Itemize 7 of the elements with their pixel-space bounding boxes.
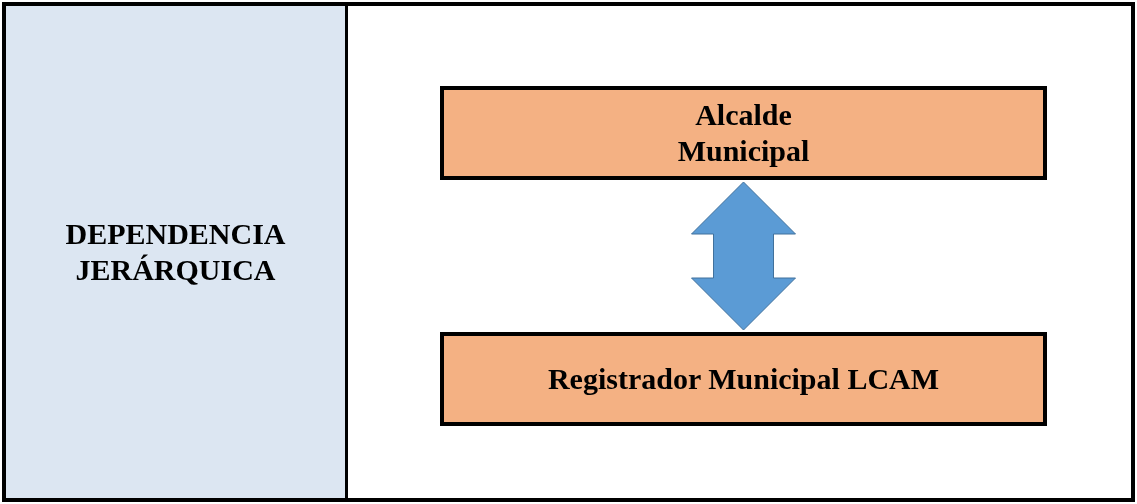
box-label: Alcalde Municipal bbox=[676, 97, 811, 169]
process-box bbox=[440, 332, 1047, 426]
box-label: DEPENDENCIA JERÁRQUICA bbox=[64, 216, 287, 288]
process-box bbox=[440, 86, 1047, 180]
box-label: Registrador Municipal LCAM bbox=[547, 361, 940, 397]
side-band bbox=[6, 6, 345, 498]
double-arrow bbox=[691, 181, 796, 331]
